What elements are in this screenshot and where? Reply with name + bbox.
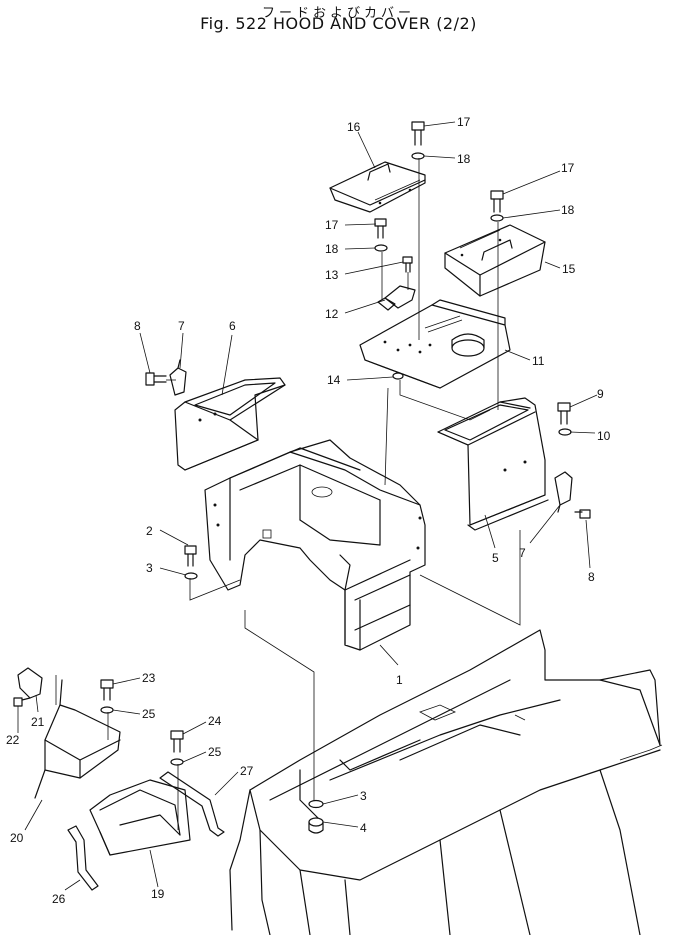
assembly-lines <box>55 158 521 830</box>
callout-22: 22 <box>6 733 20 747</box>
part-12-latch <box>377 285 416 311</box>
callout-9: 9 <box>597 387 604 401</box>
callout-7-left: 7 <box>178 319 185 333</box>
callout-leaders <box>17 121 598 891</box>
callout-6: 6 <box>229 319 236 333</box>
callout-19: 19 <box>151 887 165 901</box>
callout-24: 24 <box>208 714 222 728</box>
callout-18-top: 18 <box>457 152 471 166</box>
callout-10: 10 <box>597 429 611 443</box>
callout-26: 26 <box>52 892 66 906</box>
callout-8-left: 8 <box>134 319 141 333</box>
brackets <box>67 771 225 891</box>
callout-1: 1 <box>396 673 403 687</box>
part-1-main-frame <box>204 439 426 651</box>
callout-18-right: 18 <box>561 203 575 217</box>
callout-21: 21 <box>31 715 45 729</box>
callout-12: 12 <box>325 307 339 321</box>
part-16-top-lid <box>329 161 426 213</box>
callout-15: 15 <box>562 262 576 276</box>
callout-4: 4 <box>360 821 367 835</box>
callout-17-right: 17 <box>561 161 575 175</box>
callout-14: 14 <box>327 373 341 387</box>
part-6-left-cover <box>174 377 286 471</box>
callout-3-bottom: 3 <box>360 789 367 803</box>
title-japanese: フードおよびカバー <box>261 6 415 21</box>
machine-frame <box>229 629 663 935</box>
part-5-right-cover <box>437 397 549 531</box>
callout-20: 20 <box>10 831 24 845</box>
callout-11: 11 <box>532 354 545 368</box>
callout-16: 16 <box>347 120 361 134</box>
part-20-lower-cover <box>34 679 121 799</box>
part-15-top-lid <box>444 224 546 297</box>
callout-25-upper: 25 <box>142 707 156 721</box>
callout-8-right: 8 <box>588 570 595 584</box>
callout-7-right: 7 <box>519 546 526 560</box>
callout-17-top: 17 <box>457 115 471 129</box>
callout-23: 23 <box>142 671 156 685</box>
callout-2: 2 <box>146 524 153 538</box>
part-19-lower-cover <box>89 779 191 856</box>
figure-title: Fig. 522 HOOD AND COVER (2/2) <box>200 14 477 33</box>
callout-13: 13 <box>325 268 339 282</box>
fasteners <box>13 121 591 834</box>
part-11-top-plate <box>359 299 511 389</box>
callout-27: 27 <box>240 764 254 778</box>
callout-labels: 1 2 3 3 4 5 6 7 7 8 8 9 10 11 12 13 14 1… <box>6 115 611 906</box>
callout-17-left: 17 <box>325 218 339 232</box>
callout-3-left: 3 <box>146 561 153 575</box>
callout-18-left: 18 <box>325 242 339 256</box>
callout-5: 5 <box>492 551 499 565</box>
callout-25-lower: 25 <box>208 745 222 759</box>
